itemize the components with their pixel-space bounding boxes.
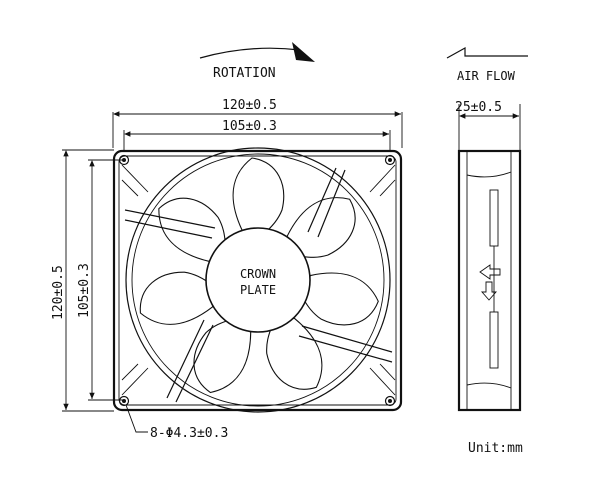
fan-blade [139,271,214,325]
strut [124,209,216,239]
holes-leader-line [125,404,148,433]
corner-ribs [121,164,396,396]
mounting-holes [118,154,396,407]
venturi-ring-inner [131,153,385,407]
fan-blade [158,197,226,262]
side-frame [457,149,522,412]
mounting-hole-center [388,399,392,403]
support-struts [124,167,393,403]
strut [307,167,346,238]
width-holes-label: 105±0.3 [222,119,277,134]
fan-blade [303,272,379,326]
hub-label-line1: CROWN [240,267,276,281]
mounting-hole-center [388,158,392,162]
fan-frame [112,149,403,412]
rotation-arc [199,47,301,59]
strut [298,325,393,363]
fan-blade [286,197,356,258]
mounting-hole [118,395,130,407]
rotation-label: ROTATION [213,66,276,81]
fan-blade [232,157,285,231]
depth-label: 25±0.5 [455,100,502,115]
side-airflow-arrow-icon [479,264,501,280]
fan-side-view: 25±0.5 [455,100,522,412]
mounting-hole [118,154,130,166]
rotation-indicator: ROTATION [199,42,315,81]
width-overall-label: 120±0.5 [222,98,277,113]
side-venturi [466,171,512,389]
strut [166,319,214,403]
airflow-indicator: AIR FLOW [446,46,528,83]
height-overall-label: 120±0.5 [51,265,66,320]
hub-label-line2: PLATE [240,283,276,297]
fan-blade [193,320,252,394]
height-dimensions: 120±0.5 105±0.3 [51,149,124,412]
venturi-ring [125,147,391,413]
crown-plate-hub [205,227,311,333]
mounting-hole-center [122,399,126,403]
mounting-hole [384,154,396,166]
fan-front-view: CROWN PLATE 8-Φ4.3±0.3 [112,147,403,441]
height-holes-label: 105±0.3 [77,263,92,318]
side-rotation-arrow-icon [481,281,497,301]
rotation-arrow-icon [292,42,315,62]
fan-blades [139,157,379,394]
mounting-hole-center [122,158,126,162]
mounting-hole [384,395,396,407]
airflow-arrow-icon [446,46,528,59]
side-strut-upper [489,189,499,247]
side-strut-lower [489,311,499,369]
airflow-label: AIR FLOW [457,69,516,83]
fan-frame-inner [118,155,397,406]
width-dimensions: 120±0.5 105±0.3 [112,98,403,152]
holes-spec-label: 8-Φ4.3±0.3 [150,426,228,441]
unit-label: Unit:mm [468,441,523,456]
fan-blade [266,317,323,390]
